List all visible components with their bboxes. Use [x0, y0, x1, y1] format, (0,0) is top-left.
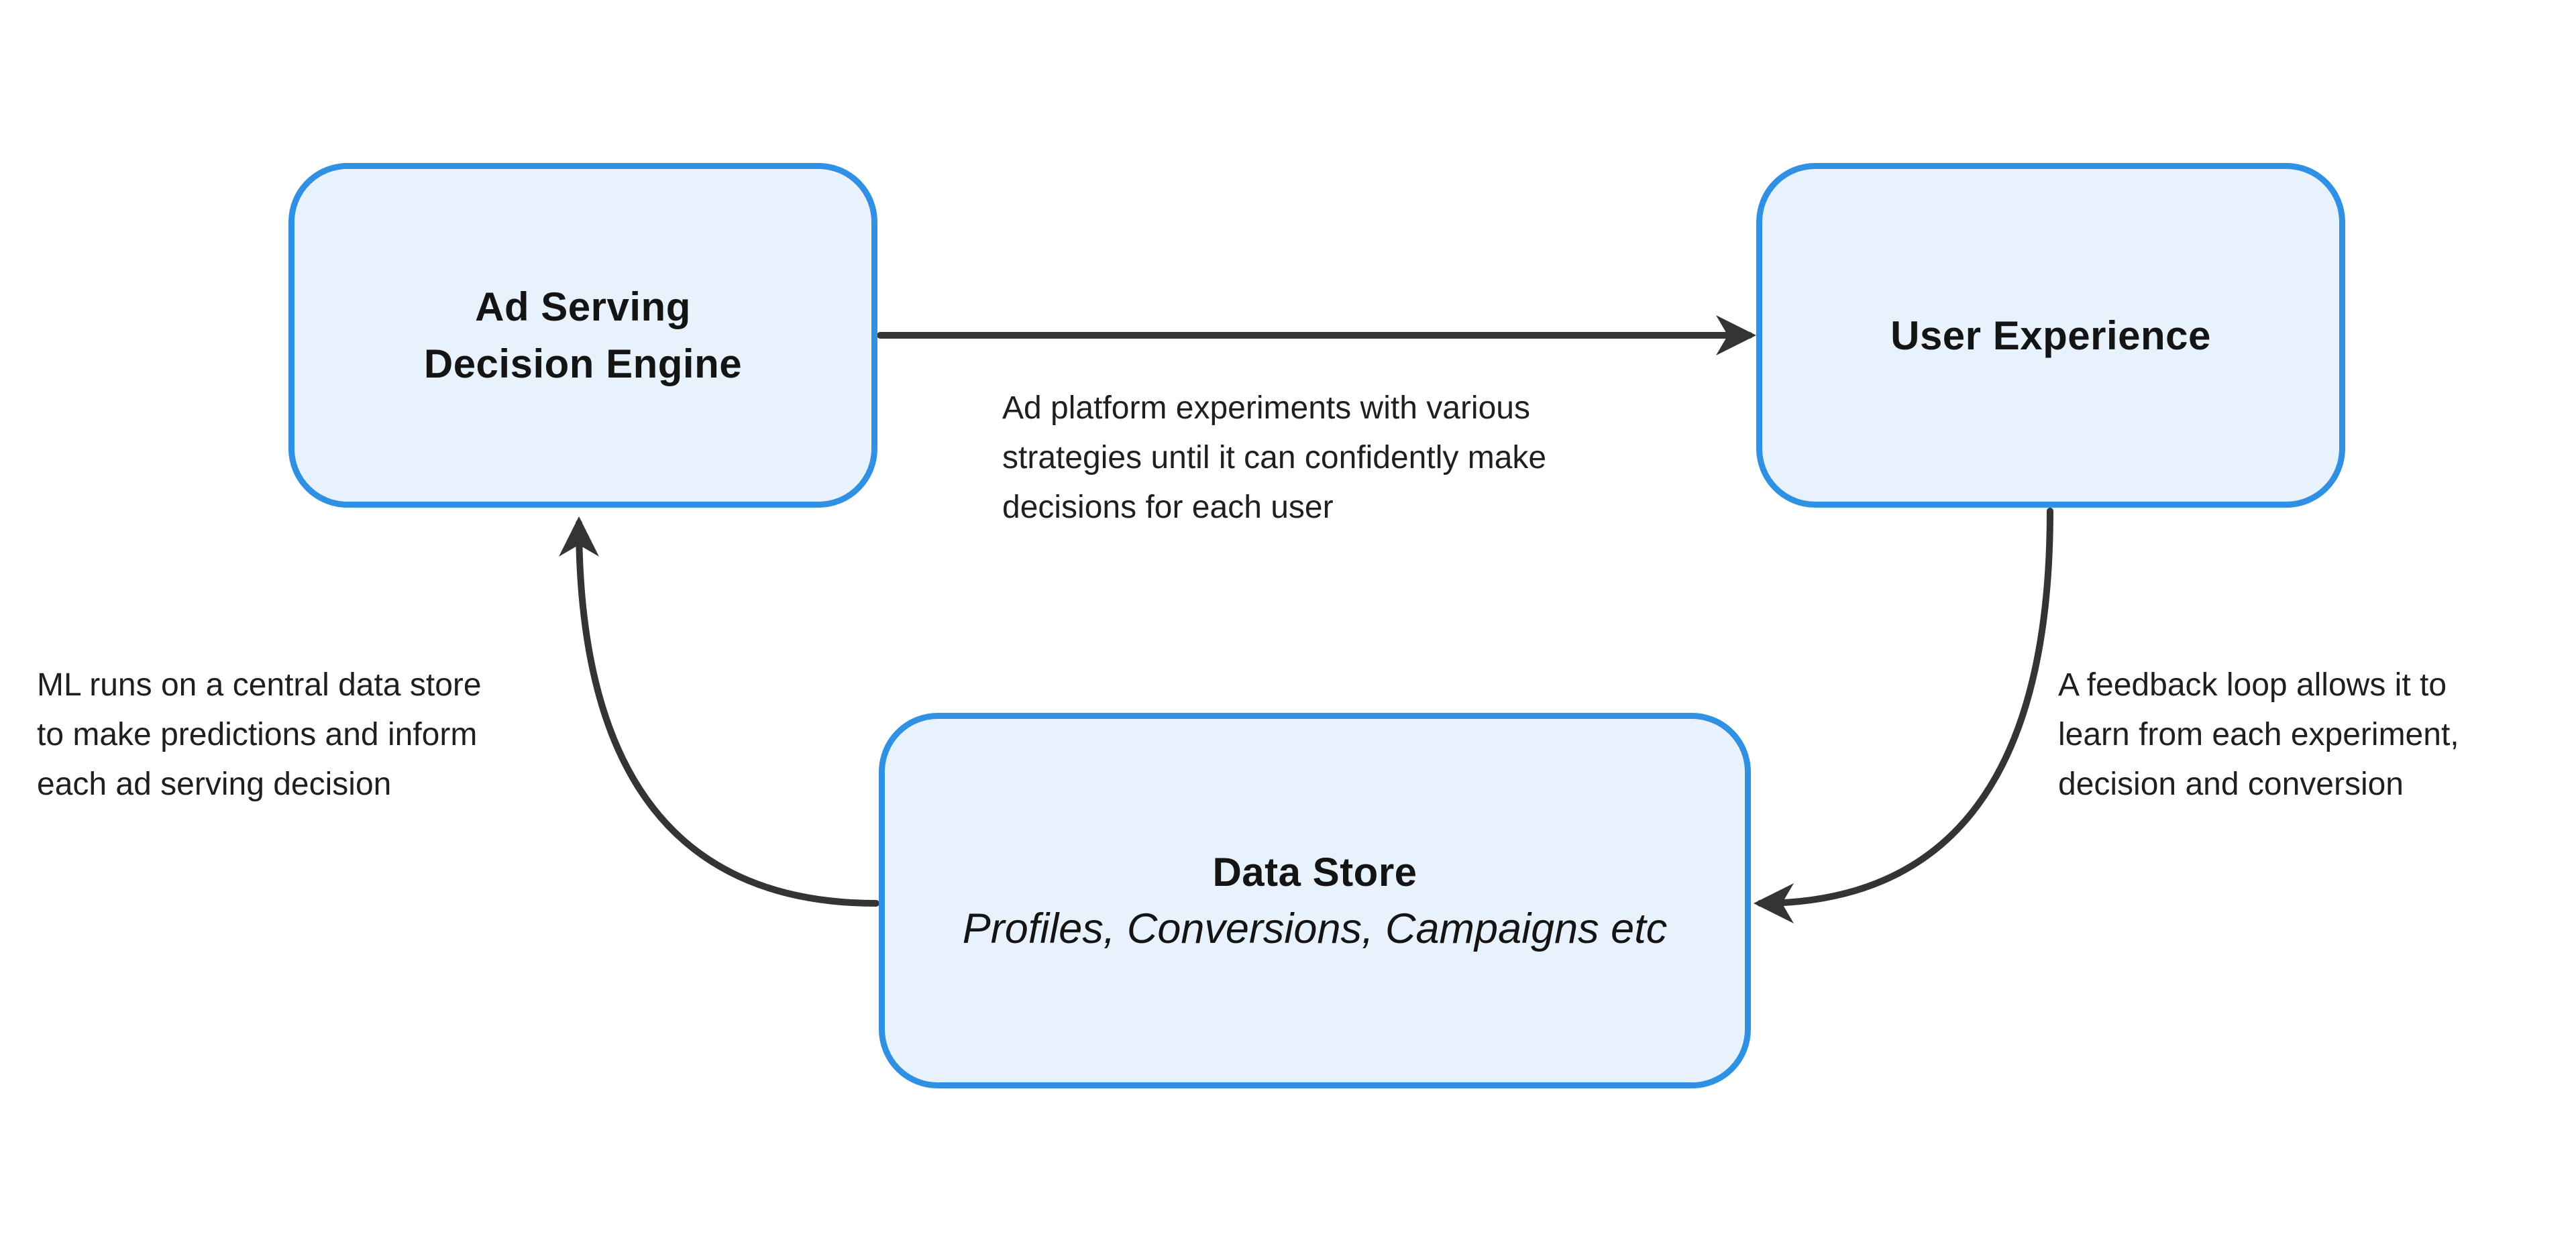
- node-subtitle-line: Profiles, Conversions, Campaigns etc: [962, 905, 1668, 952]
- node-user-experience: User Experience: [1756, 163, 2345, 508]
- caption-ml-predictions: ML runs on a central data store to make …: [37, 661, 587, 809]
- caption-experiment-strategies: Ad platform experiments with various str…: [1002, 384, 1660, 532]
- node-title-line: Ad Serving: [475, 284, 691, 329]
- caption-line: learn from each experiment,: [2058, 717, 2459, 752]
- node-data-store: Data Store Profiles, Conversions, Campai…: [879, 713, 1751, 1088]
- caption-line: A feedback loop allows it to: [2058, 667, 2447, 703]
- caption-line: decisions for each user: [1002, 490, 1334, 525]
- caption-line: Ad platform experiments with various: [1002, 390, 1530, 426]
- caption-line: to make predictions and inform: [37, 717, 478, 752]
- caption-line: strategies until it can confidently make: [1002, 440, 1547, 475]
- caption-line: ML runs on a central data store: [37, 667, 482, 703]
- node-ad-serving-decision-engine: Ad Serving Decision Engine: [288, 163, 877, 508]
- caption-feedback-loop: A feedback loop allows it to learn from …: [2058, 661, 2541, 809]
- node-title-line: Data Store: [1212, 850, 1417, 895]
- node-title-line: Decision Engine: [423, 341, 743, 386]
- caption-line: decision and conversion: [2058, 767, 2404, 802]
- node-title-line: User Experience: [1890, 313, 2211, 358]
- caption-line: each ad serving decision: [37, 767, 392, 802]
- edge-data-store-to-decision-engine: [559, 516, 879, 907]
- edge-user-experience-to-data-store: [1754, 508, 2053, 923]
